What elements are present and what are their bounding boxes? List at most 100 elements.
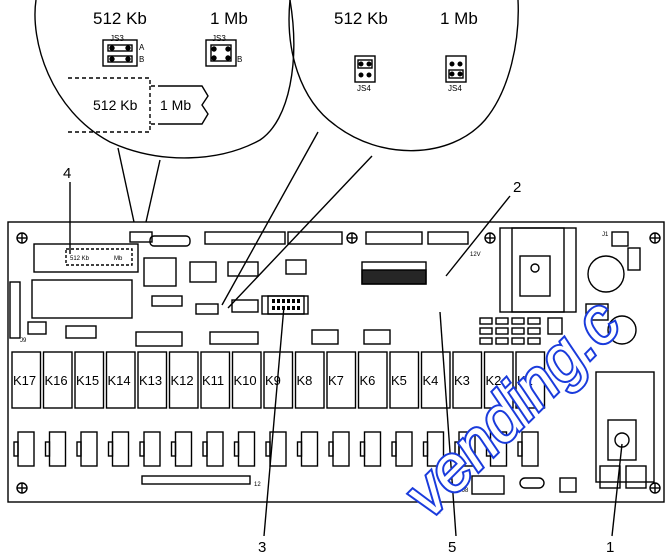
relay-label-k12: K12 xyxy=(171,373,194,388)
zoom-right-text: 512 Kb 1 Mb JS4 JS4 xyxy=(334,9,478,93)
relay-k10 xyxy=(231,351,262,409)
relay-label-k1: K1 xyxy=(517,373,533,388)
driver-tab-k14 xyxy=(107,441,114,457)
js3-pin-b-right: B xyxy=(237,55,242,64)
js3-jumper-512-pinrow-a xyxy=(107,44,133,52)
relay-k5 xyxy=(389,351,420,409)
fuse-holder xyxy=(595,371,655,483)
header-512-left: 512 Kb xyxy=(93,9,147,28)
cone-left-b xyxy=(145,159,161,223)
relay-k14 xyxy=(105,351,136,409)
relay-k8 xyxy=(294,351,325,409)
driver-k10 xyxy=(237,431,256,467)
driver-k14 xyxy=(111,431,130,467)
relay-label-k13: K13 xyxy=(139,373,162,388)
js3-jumper-1mb-cap xyxy=(210,44,232,62)
board-j12: 12 xyxy=(254,482,261,488)
driver-tab-k11 xyxy=(202,441,208,457)
zoom-circle-right xyxy=(288,0,519,152)
leader-5 xyxy=(439,311,457,537)
pcb-outline xyxy=(7,221,665,503)
chip-512-label: 512 Kb xyxy=(93,97,138,113)
callout-1: 1 xyxy=(606,539,614,556)
relay-k9 xyxy=(263,351,294,409)
driver-k11 xyxy=(206,431,224,467)
driver-k13 xyxy=(143,431,161,467)
header-1mb-left: 1 Mb xyxy=(210,9,248,28)
driver-tab-k10 xyxy=(233,441,240,457)
driver-tab-k13 xyxy=(139,441,145,457)
eprom-1mb-outline xyxy=(158,85,209,125)
header-512-right: 512 Kb xyxy=(334,9,388,28)
driver-tab-k9 xyxy=(265,441,271,457)
connector-j8 xyxy=(471,475,505,495)
board-12v: 12V xyxy=(470,252,481,258)
driver-tab-k3 xyxy=(454,441,460,457)
relay-label-k11: K11 xyxy=(202,373,224,388)
header-1mb-right: 1 Mb xyxy=(440,9,478,28)
capacitor-small xyxy=(607,315,637,345)
top-connectors xyxy=(149,231,629,247)
callout-5: 5 xyxy=(448,539,456,556)
relay-k6 xyxy=(357,351,388,409)
board-j9: J9 xyxy=(20,338,27,344)
callout-2: 2 xyxy=(513,179,521,196)
connector-j9 xyxy=(9,281,21,339)
relay-bank xyxy=(11,351,546,409)
relay-label-k10: K10 xyxy=(234,373,257,388)
js4-label-b: JS4 xyxy=(448,84,462,93)
mounting-holes xyxy=(16,232,661,494)
relay-label-k5: K5 xyxy=(391,373,407,388)
cone-left-a xyxy=(117,147,135,223)
driver-tab-k16 xyxy=(44,441,51,457)
relay-label-k2: K2 xyxy=(486,373,502,388)
microcontroller xyxy=(31,279,133,319)
chip-1mb-label: 1 Mb xyxy=(160,97,191,113)
relay-k7 xyxy=(326,351,357,409)
eprom-512-outline xyxy=(68,77,158,87)
leader-1 xyxy=(611,443,623,537)
relay-k15 xyxy=(74,351,105,409)
board-eprom-1mb: Mb xyxy=(114,256,123,262)
driver-tab-k6 xyxy=(359,441,366,457)
resistor-array xyxy=(479,317,563,345)
js3-pin-a: A xyxy=(139,43,145,52)
zoom-circle-left xyxy=(34,0,295,159)
driver-row xyxy=(13,431,539,467)
relay-label-k17: K17 xyxy=(13,373,36,388)
callout-numbers: 4 2 3 5 1 xyxy=(63,165,614,556)
driver-tab-k12 xyxy=(170,441,177,457)
js3-pin-b-left: B xyxy=(139,55,144,64)
driver-k8 xyxy=(300,431,319,467)
driver-k15 xyxy=(80,431,98,467)
capacitor-large xyxy=(587,255,625,293)
callout-4: 4 xyxy=(63,165,71,182)
driver-tab-k15 xyxy=(76,441,82,457)
js3-label-b: JS3 xyxy=(212,34,226,43)
driver-tab-k1 xyxy=(517,441,523,457)
board-j8: J8 xyxy=(462,488,469,494)
relay-label-k8: K8 xyxy=(297,373,313,388)
zoom-left-text: 512 Kb 1 Mb JS3 JS3 A B B 512 Kb 1 Mb xyxy=(93,9,248,113)
board-j1: J1 xyxy=(602,232,609,238)
driver-tab-k5 xyxy=(391,441,397,457)
relay-k1 xyxy=(515,351,546,409)
driver-tab-k17 xyxy=(13,441,19,457)
relay-label-k7: K7 xyxy=(328,373,344,388)
dip-switch xyxy=(267,295,305,315)
driver-tab-k4 xyxy=(422,441,429,457)
relay-k12 xyxy=(168,351,199,409)
relay-label-k4: K4 xyxy=(423,373,439,388)
relay-label-k16: K16 xyxy=(45,373,68,388)
driver-tab-k7 xyxy=(328,441,334,457)
relay-k2 xyxy=(483,351,514,409)
relay-label-k9: K9 xyxy=(265,373,281,388)
driver-tab-k2 xyxy=(485,441,492,457)
board-js3 xyxy=(129,231,153,243)
relay-label-k6: K6 xyxy=(360,373,376,388)
relay-k16 xyxy=(42,351,73,409)
relay-k17 xyxy=(11,351,42,409)
